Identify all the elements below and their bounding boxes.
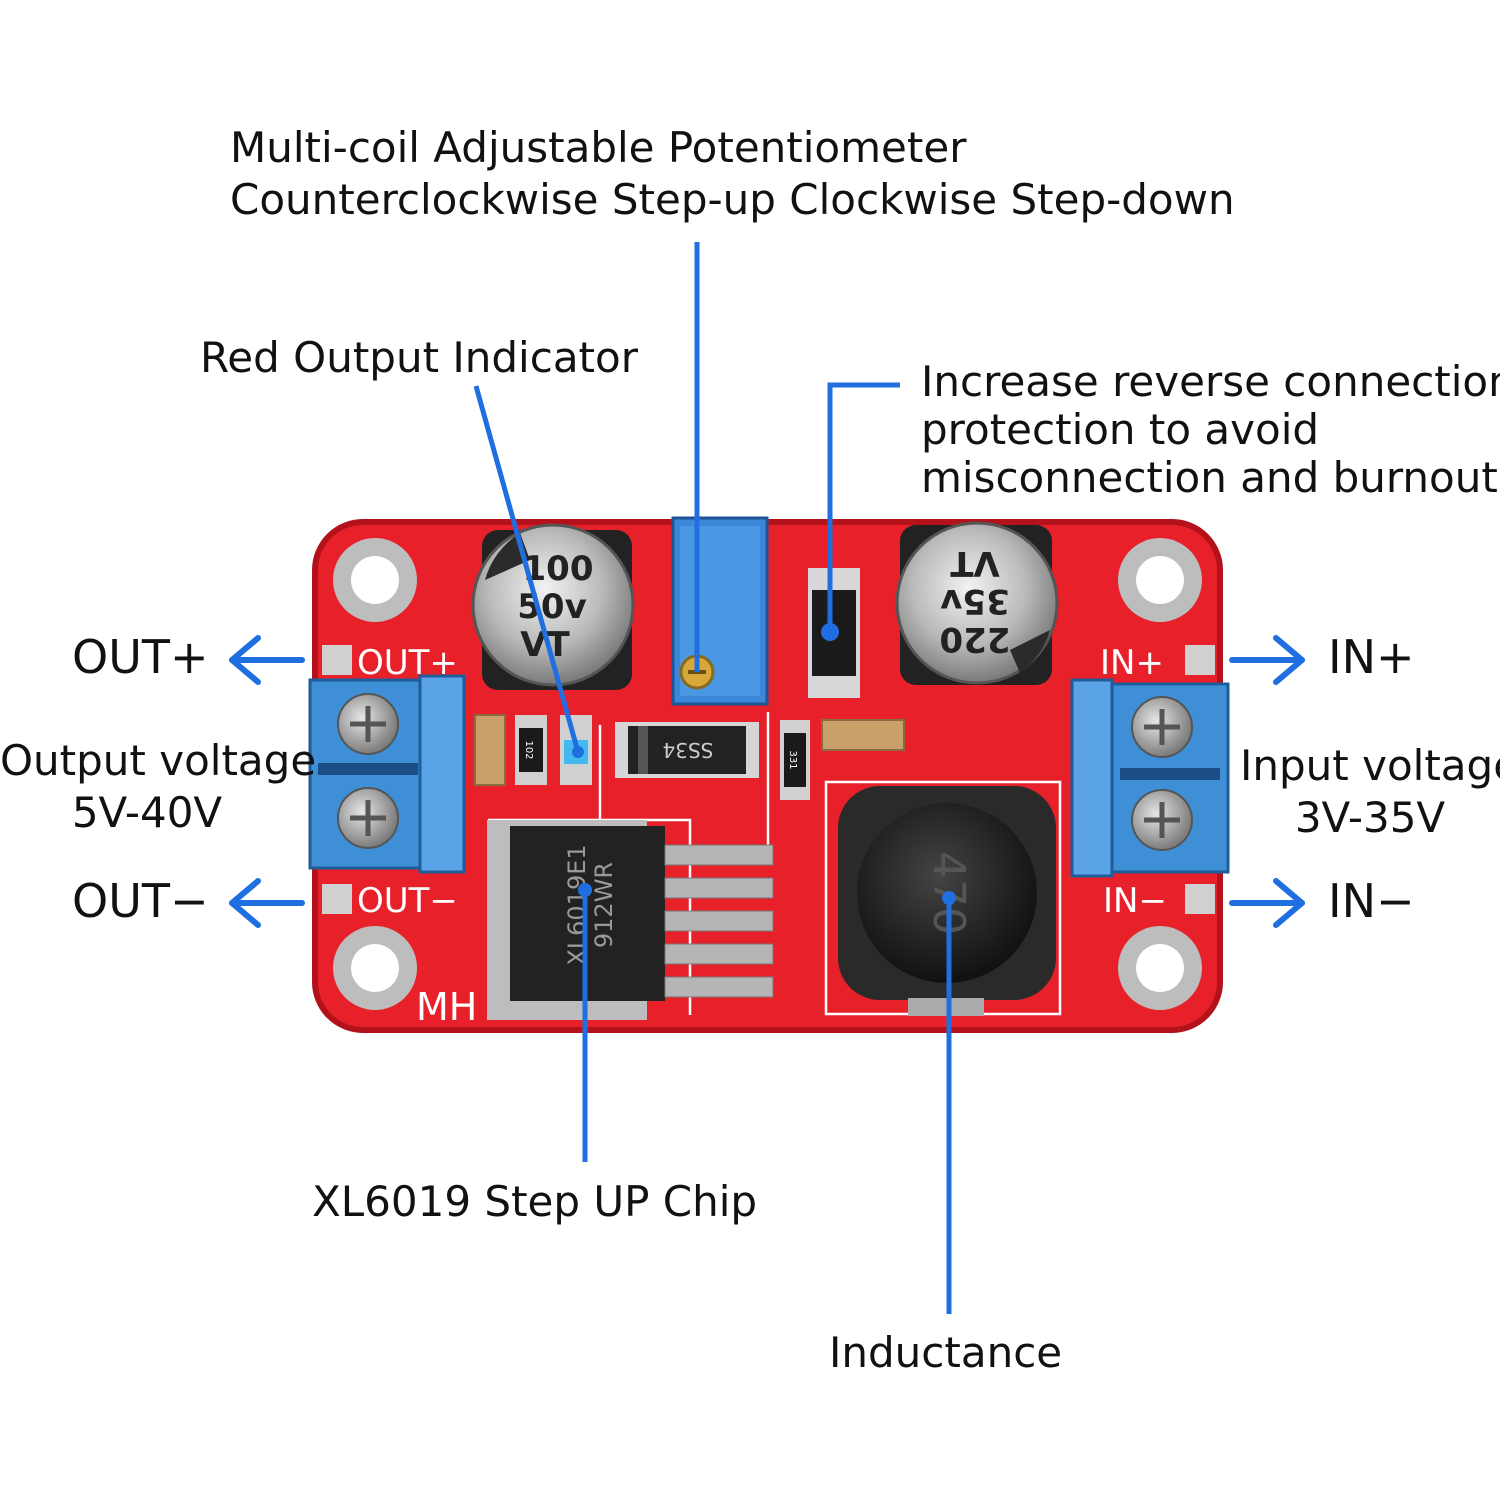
indicator-callout-line bbox=[473, 385, 581, 753]
chip-label: XL6019 Step UP Chip bbox=[312, 1177, 758, 1226]
capacitor-right: 220 35v VT bbox=[895, 521, 1059, 685]
out-plus-label: OUT+ bbox=[72, 630, 209, 684]
smd-components: 102 331 bbox=[474, 714, 905, 800]
chip-line2: 912WR bbox=[590, 862, 618, 948]
capacitor-left: 100 50v VT bbox=[471, 523, 635, 690]
in-minus-label: IN− bbox=[1328, 874, 1415, 928]
cap-right-line3: VT bbox=[949, 543, 999, 583]
silk-mh: MH bbox=[416, 985, 477, 1029]
mounting-holes bbox=[333, 538, 1202, 1010]
potentiometer-label: Multi-coil Adjustable Potentiometer Coun… bbox=[230, 122, 1235, 226]
ss34-diode: SS34 bbox=[615, 722, 759, 778]
silk-out-plus: OUT+ bbox=[357, 643, 458, 683]
silk-out-minus: OUT− bbox=[357, 881, 458, 921]
protection-label-line3: misconnection and burnout bbox=[921, 453, 1498, 502]
cap-right-line2: 35v bbox=[940, 581, 1009, 621]
out-minus-label: OUT− bbox=[72, 874, 209, 928]
resistor-mark: 102 bbox=[523, 740, 534, 759]
protection-label-line2: protection to avoid bbox=[921, 405, 1320, 454]
output-terminal-block bbox=[308, 674, 466, 874]
output-voltage-line2: 5V-40V bbox=[71, 788, 223, 837]
red-indicator-label: Red Output Indicator bbox=[200, 333, 638, 382]
diode-mark: SS34 bbox=[663, 738, 714, 762]
arrows bbox=[229, 635, 1305, 928]
in-plus-arrow-icon bbox=[1229, 635, 1305, 685]
cap-left-line2: 50v bbox=[517, 587, 586, 627]
silk-in-minus: IN− bbox=[1103, 881, 1167, 921]
potentiometer-label-line2: Counterclockwise Step-up Clockwise Step-… bbox=[230, 175, 1235, 224]
xl6019-chip: XL6019E1 912WR bbox=[487, 820, 774, 1020]
pads bbox=[322, 645, 1215, 914]
input-voltage-line1: Input voltage bbox=[1240, 741, 1500, 790]
resistor2-mark: 331 bbox=[787, 750, 798, 769]
output-voltage-label: Output voltage 5V-40V bbox=[0, 735, 317, 839]
potentiometer-label-line1: Multi-coil Adjustable Potentiometer bbox=[230, 123, 967, 172]
protection-callout-line bbox=[827, 382, 900, 632]
input-terminal-block bbox=[1070, 678, 1230, 878]
in-plus-label: IN+ bbox=[1328, 630, 1415, 684]
out-plus-arrow-icon bbox=[229, 635, 305, 685]
silk-in-plus: IN+ bbox=[1100, 643, 1164, 683]
cap-left-line1: 100 bbox=[523, 549, 594, 589]
input-voltage-line2: 3V-35V bbox=[1294, 793, 1446, 842]
potentiometer bbox=[671, 516, 769, 706]
cap-right-line1: 220 bbox=[940, 619, 1011, 659]
protection-label: Increase reverse connection protection t… bbox=[921, 358, 1500, 502]
protection-label-line1: Increase reverse connection bbox=[921, 357, 1500, 406]
input-voltage-label: Input voltage 3V-35V bbox=[1240, 740, 1500, 844]
inductance-label: Inductance bbox=[829, 1328, 1063, 1377]
in-minus-arrow-icon bbox=[1229, 878, 1305, 928]
out-minus-arrow-icon bbox=[229, 878, 305, 928]
output-voltage-line1: Output voltage bbox=[0, 736, 317, 785]
callout-lines bbox=[473, 242, 952, 1314]
